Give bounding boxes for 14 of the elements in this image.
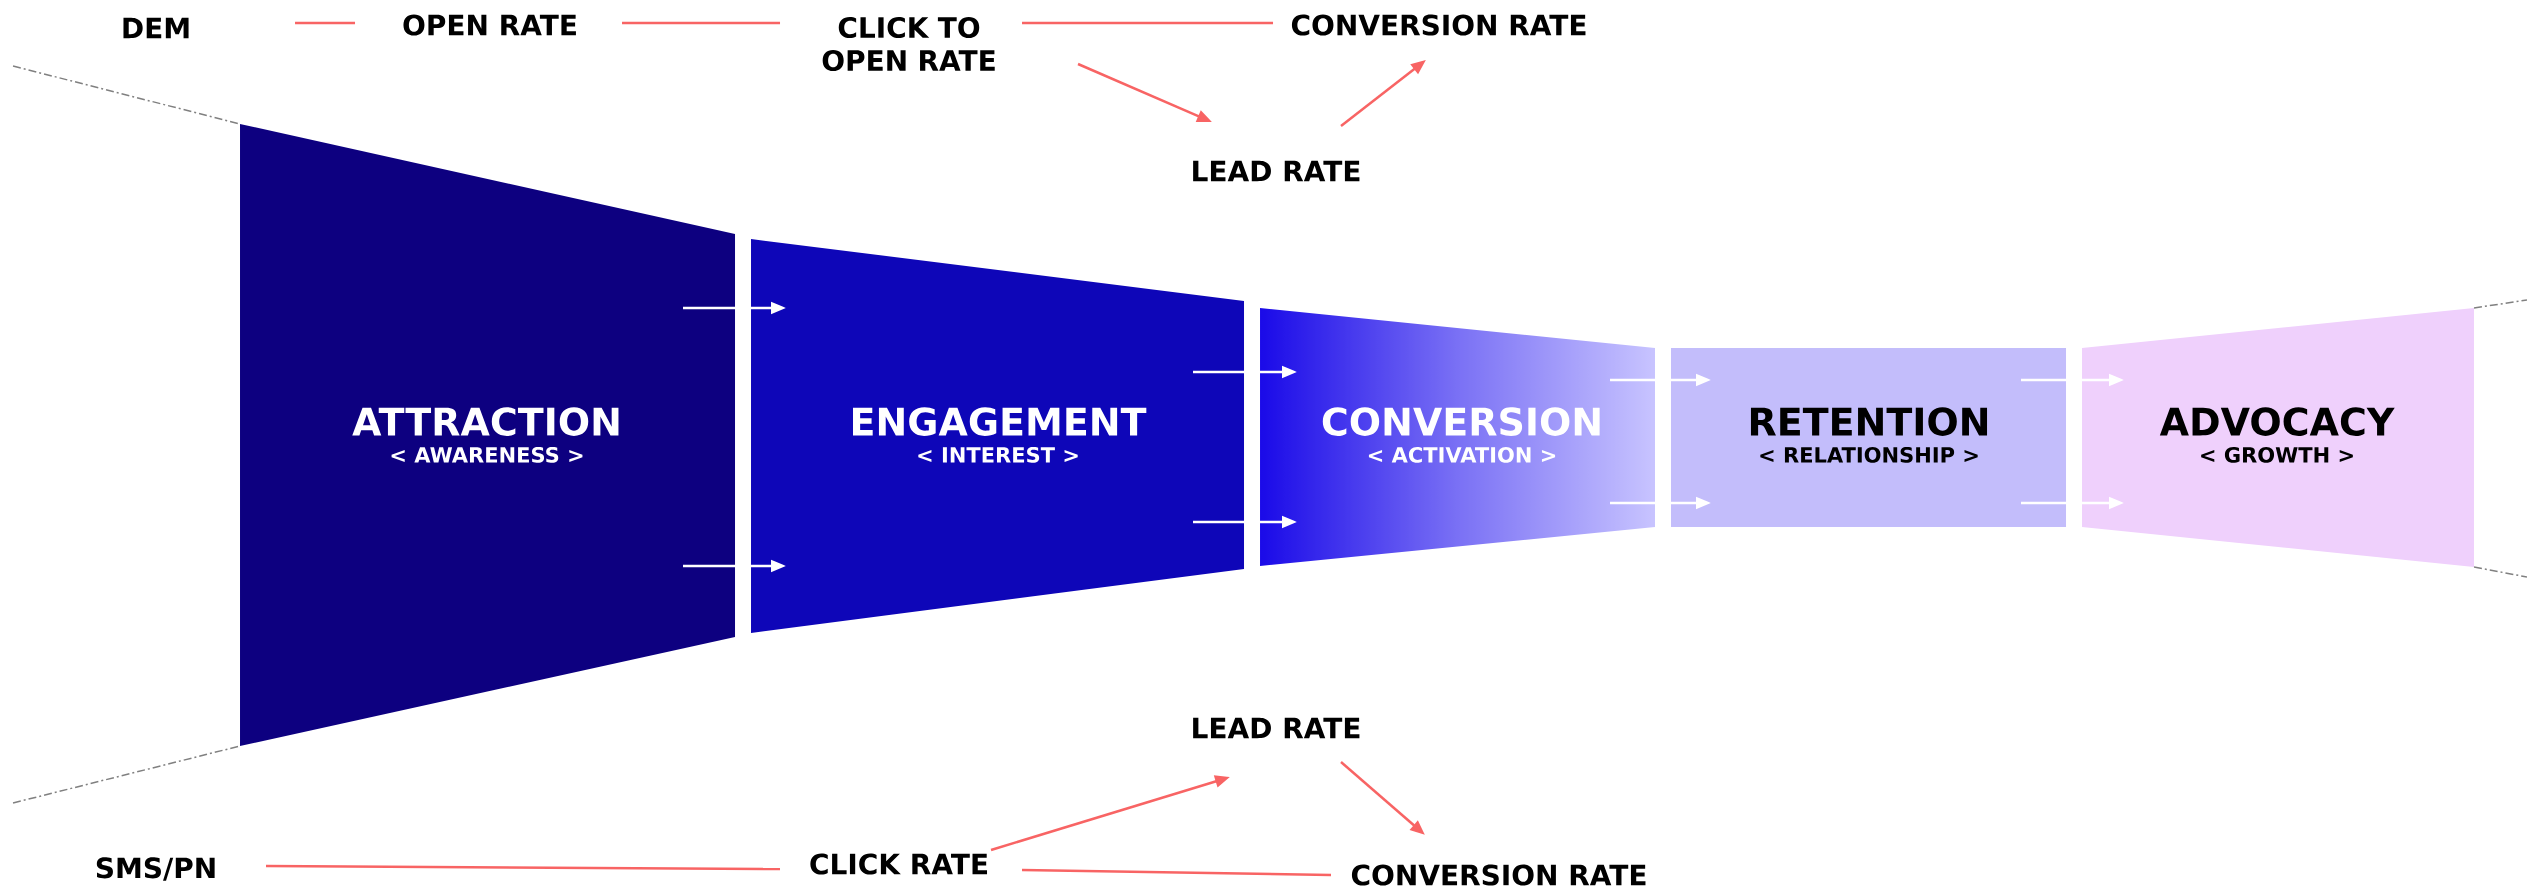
funnel-stage: ATTRACTION < AWARENESS > [240, 124, 735, 746]
metric-label: CONVERSION RATE [1351, 864, 1646, 886]
funnel-stage: ENGAGEMENT < INTEREST > [751, 239, 1244, 633]
funnel-stage: ADVOCACY < GROWTH > [2082, 308, 2474, 567]
funnel-stage: RETENTION < RELATIONSHIP > [1671, 348, 2066, 527]
metric-label: LEAD RATE [1193, 717, 1360, 739]
metric-label: OPEN RATE [403, 14, 576, 36]
metric-label: LEAD RATE [1193, 160, 1360, 182]
metric-label: CLICK RATE [810, 853, 987, 875]
metric-label: CLICK TO OPEN RATE [822, 16, 995, 72]
channel-label: DEM [123, 17, 189, 39]
channel-label: SMS/PN [96, 857, 215, 881]
funnel-stage: CONVERSION < ACTIVATION > [1322, 407, 1600, 463]
metric-label: CONVERSION RATE [1291, 14, 1586, 36]
